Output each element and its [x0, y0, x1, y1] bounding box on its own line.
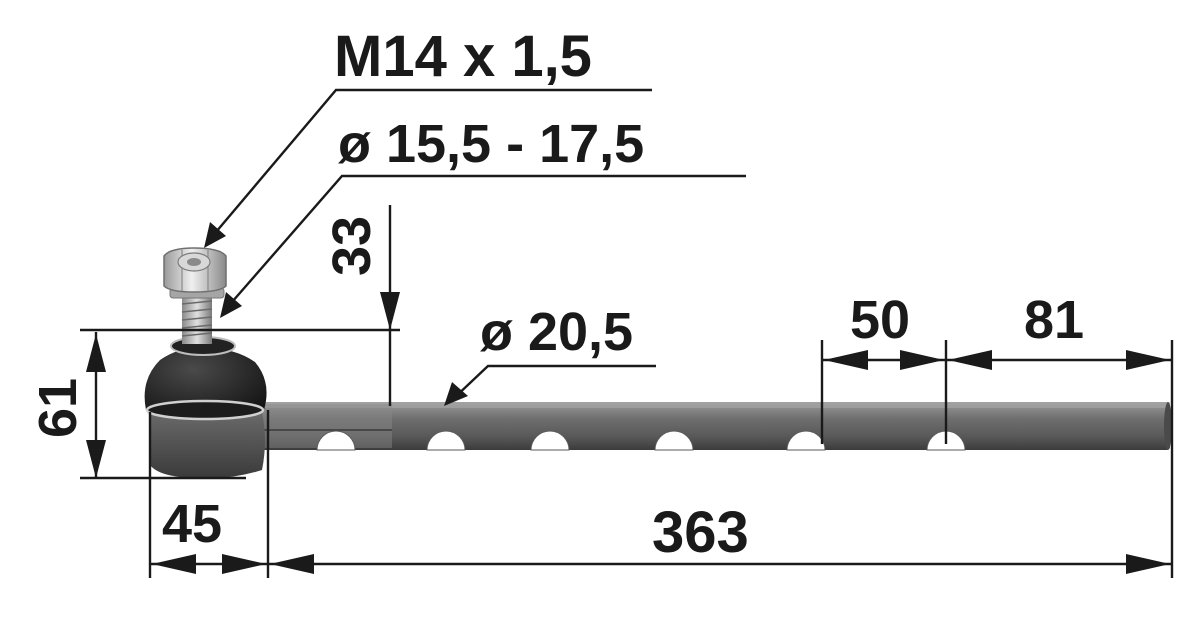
adjustment-hole: [426, 430, 466, 451]
tube: [258, 402, 1170, 450]
adjustment-holes: [316, 430, 966, 451]
head-length-label: 45: [162, 494, 222, 554]
stud-height-label: 33: [322, 216, 382, 276]
adjustment-hole: [786, 430, 826, 451]
thread-label: M14 x 1,5: [334, 24, 592, 89]
adjustment-hole: [530, 430, 570, 451]
total-length-label: 363: [652, 500, 749, 565]
tube-diameter-label: ø 20,5: [480, 302, 633, 362]
joint-housing: [150, 412, 265, 479]
adjustment-hole: [654, 430, 694, 451]
adjustment-hole: [316, 430, 356, 451]
tie-rod-part: [144, 247, 1172, 479]
taper-diameter-label: ø 15,5 - 17,5: [338, 114, 644, 174]
hole-spacing-label: 50: [850, 290, 910, 350]
head-height-label: 61: [28, 378, 88, 438]
end-length-label: 81: [1024, 290, 1084, 350]
dimension-lines: [80, 88, 1174, 578]
